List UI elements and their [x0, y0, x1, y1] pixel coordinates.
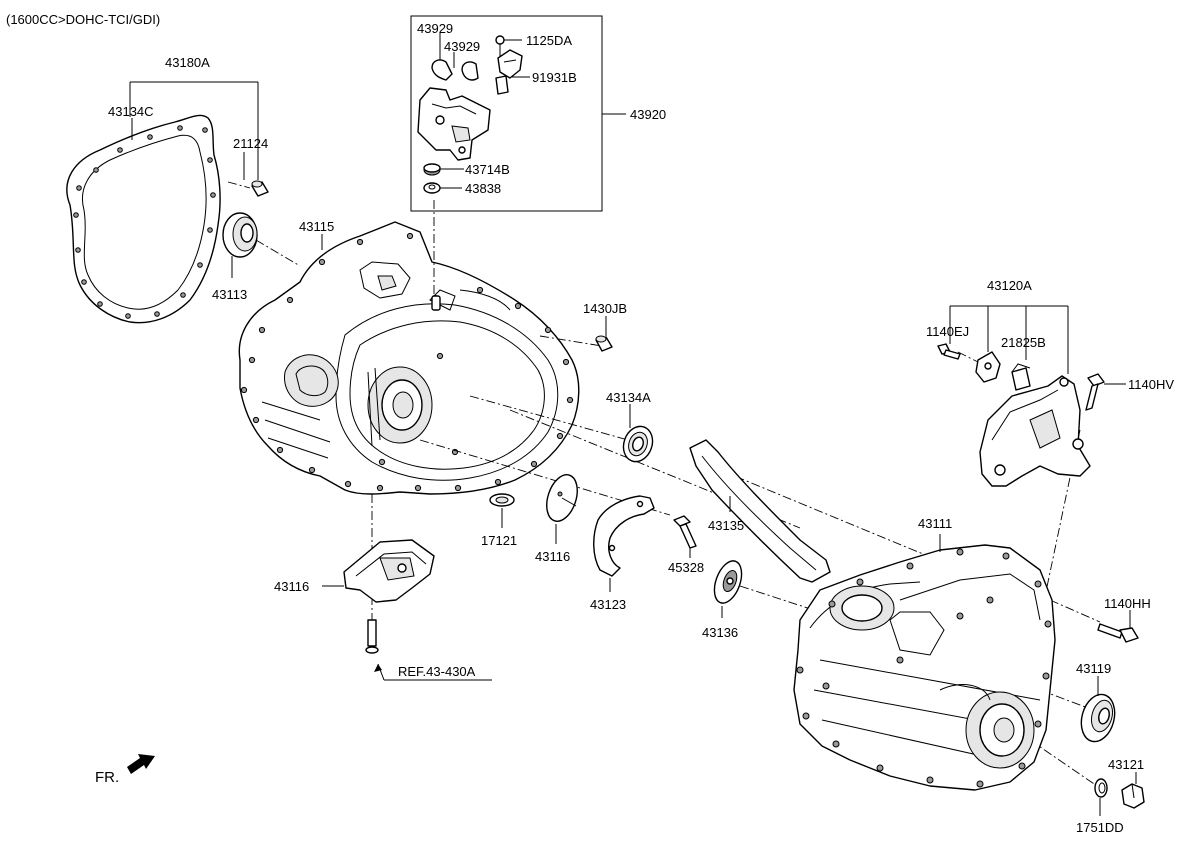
shift-bracket-43920[interactable]	[417, 87, 491, 161]
leader-43929	[439, 32, 455, 68]
front-arrow-icon	[127, 754, 155, 774]
label-1430jb: 1430JB	[583, 301, 627, 316]
rail-43135[interactable]	[689, 439, 831, 583]
label-21825b: 21825B	[1001, 335, 1046, 350]
drain-plug-43121[interactable]	[1121, 783, 1145, 809]
washer-17121[interactable]	[489, 493, 515, 507]
label-43121: 43121	[1108, 757, 1144, 772]
label-43920: 43920	[630, 107, 666, 122]
label-1125da: 1125DA	[526, 33, 572, 48]
oil-seal-43134a[interactable]	[619, 422, 658, 465]
plate-43116-disc[interactable]	[541, 471, 582, 525]
bolt-ref-43-430a[interactable]	[365, 619, 379, 654]
bracket-43116[interactable]	[343, 539, 435, 603]
centerline-1430jb	[539, 335, 603, 347]
engine-spec-title: (1600CC>DOHC-TCI/GDI)	[6, 12, 160, 27]
bushing-43929-a[interactable]	[431, 59, 453, 81]
label-43136: 43136	[702, 625, 738, 640]
label-21124: 21124	[233, 136, 268, 151]
oil-seal-43119[interactable]	[1076, 691, 1119, 746]
label-1140ej: 1140EJ	[926, 324, 969, 339]
label-43113: 43113	[212, 287, 247, 302]
bolt-1125da[interactable]	[495, 35, 505, 56]
label-1140hh: 1140HH	[1104, 596, 1151, 611]
label-1140hv: 1140HV	[1128, 377, 1174, 392]
clutch-housing-43115[interactable]	[238, 221, 580, 495]
mount-bracket-43120a[interactable]	[979, 375, 1091, 487]
leader-43120a	[949, 305, 1069, 374]
label-43929-a: 43929	[417, 21, 453, 36]
label-43929-b: 43929	[444, 39, 480, 54]
insulator-21825b-a[interactable]	[975, 351, 1001, 383]
insulator-21825b-b[interactable]	[1011, 363, 1031, 391]
plate-43123[interactable]	[593, 495, 655, 577]
label-43838: 43838	[465, 181, 501, 196]
label-91931b: 91931B	[532, 70, 577, 85]
centerline-1140hh	[1049, 599, 1101, 623]
label-17121: 17121	[481, 533, 517, 548]
centerline-43134a	[469, 395, 629, 441]
label-43180a: 43180A	[165, 55, 210, 70]
bolt-1140hh[interactable]	[1097, 623, 1139, 643]
label-43116-bracket: 43116	[274, 579, 309, 594]
bolt-1140hv[interactable]	[1085, 373, 1105, 411]
clip-91931b[interactable]	[495, 49, 523, 95]
centerline-dowel-21124	[227, 181, 251, 189]
centerline-43136	[739, 585, 821, 613]
centerline-seal-43113	[255, 239, 301, 267]
label-43135: 43135	[708, 518, 744, 533]
front-direction-label: FR.	[95, 769, 119, 786]
label-43134c: 43134C	[108, 104, 154, 119]
oil-seal-43113[interactable]	[222, 212, 258, 258]
label-43123: 43123	[590, 597, 626, 612]
label-43116-disc: 43116	[535, 549, 570, 564]
bolt-45328[interactable]	[673, 515, 697, 549]
label-43714b: 43714B	[465, 162, 510, 177]
label-43115: 43115	[299, 219, 334, 234]
leader-43180a	[129, 81, 259, 180]
label-43120a: 43120A	[987, 278, 1032, 293]
centerline-43121	[1029, 739, 1101, 789]
bushing-43714b[interactable]	[423, 163, 441, 176]
gasket-1751dd[interactable]	[1094, 778, 1108, 798]
bolt-1140ej[interactable]	[937, 343, 961, 360]
label-ref-43-430a[interactable]: REF.43-430A	[398, 664, 476, 679]
transmission-case-43111[interactable]	[793, 544, 1056, 791]
magnet-disc-43136[interactable]	[709, 557, 747, 607]
label-43134a: 43134A	[606, 390, 651, 405]
label-43111: 43111	[918, 516, 952, 531]
gasket-43134c[interactable]	[66, 114, 221, 324]
washer-43838[interactable]	[423, 182, 441, 194]
label-43119: 43119	[1076, 661, 1111, 676]
plug-1430jb[interactable]	[595, 335, 613, 352]
label-45328: 45328	[668, 560, 704, 575]
label-1751dd: 1751DD	[1076, 820, 1124, 835]
dowel-pin-21124[interactable]	[251, 180, 269, 197]
ref-arrow-icon	[374, 664, 382, 672]
bushing-43929-b[interactable]	[461, 61, 479, 81]
